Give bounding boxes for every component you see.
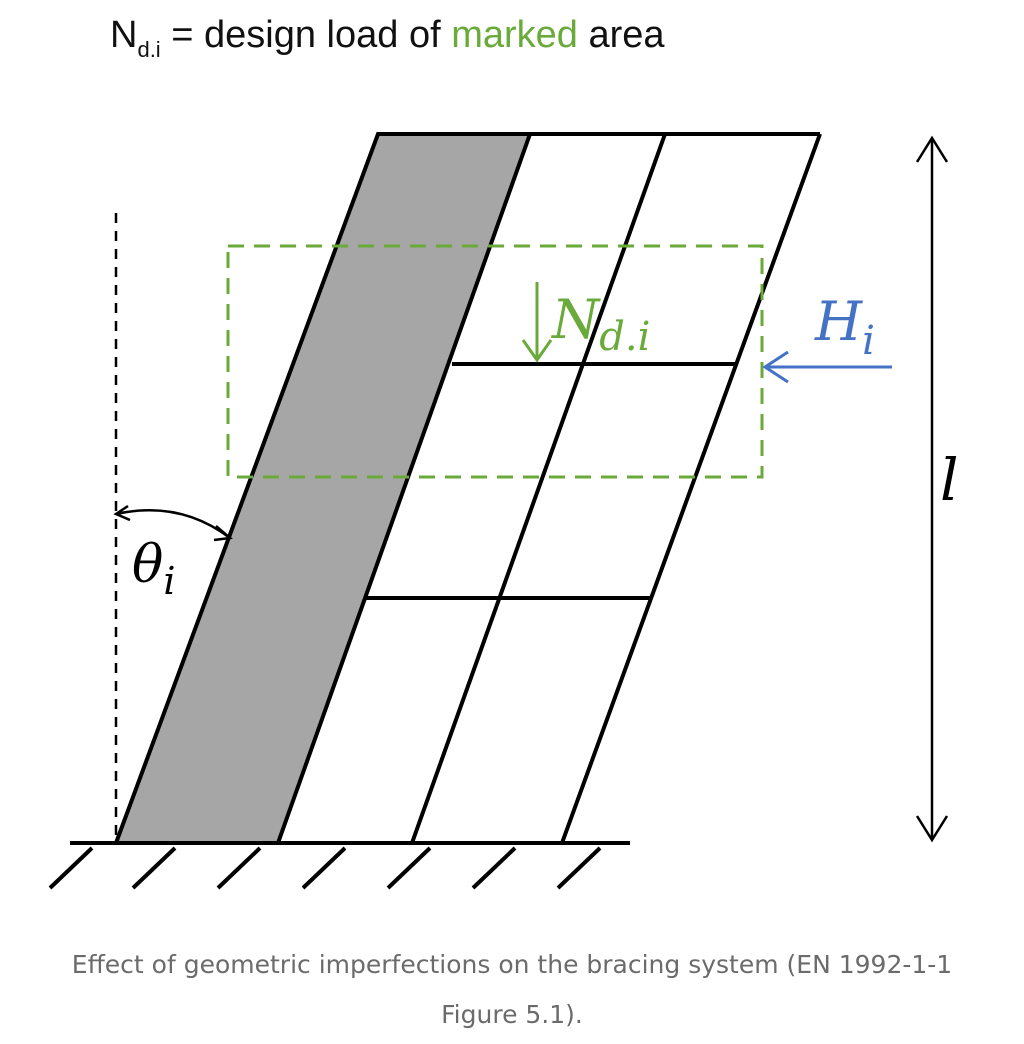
bracing-diagram: Nd.i Hi θi l [48, 132, 959, 890]
heading-symbol: N [110, 14, 138, 56]
angle-arrow-left [113, 504, 131, 522]
length-label: l [940, 446, 959, 514]
angle-label: θi [132, 535, 175, 603]
length-arrow-top [915, 135, 949, 163]
heading: Nd.i = design load of marked area [110, 14, 665, 63]
angle-arrow-right [213, 525, 233, 542]
horizontal-force-arrow-head [762, 350, 789, 384]
load-arrow-head [521, 339, 553, 363]
caption-line-2: Figure 5.1). [441, 1000, 583, 1029]
heading-text-end: area [577, 14, 665, 56]
heading-highlight: marked [451, 14, 578, 56]
frame-column-3 [560, 133, 822, 844]
heading-symbol-subscript: d.i [137, 37, 161, 62]
ground-hatching [48, 846, 602, 890]
horizontal-force-label: Hi [814, 290, 875, 364]
bracing-wall [113, 132, 533, 845]
load-label: Nd.i [550, 288, 650, 360]
caption-line-1: Effect of geometric imperfections on the… [71, 950, 953, 979]
angle-arc [115, 509, 231, 539]
heading-text: = design load of [160, 14, 452, 56]
length-arrow-bottom [915, 815, 949, 843]
frame-column-2 [410, 133, 667, 844]
marked-area [226, 244, 764, 479]
